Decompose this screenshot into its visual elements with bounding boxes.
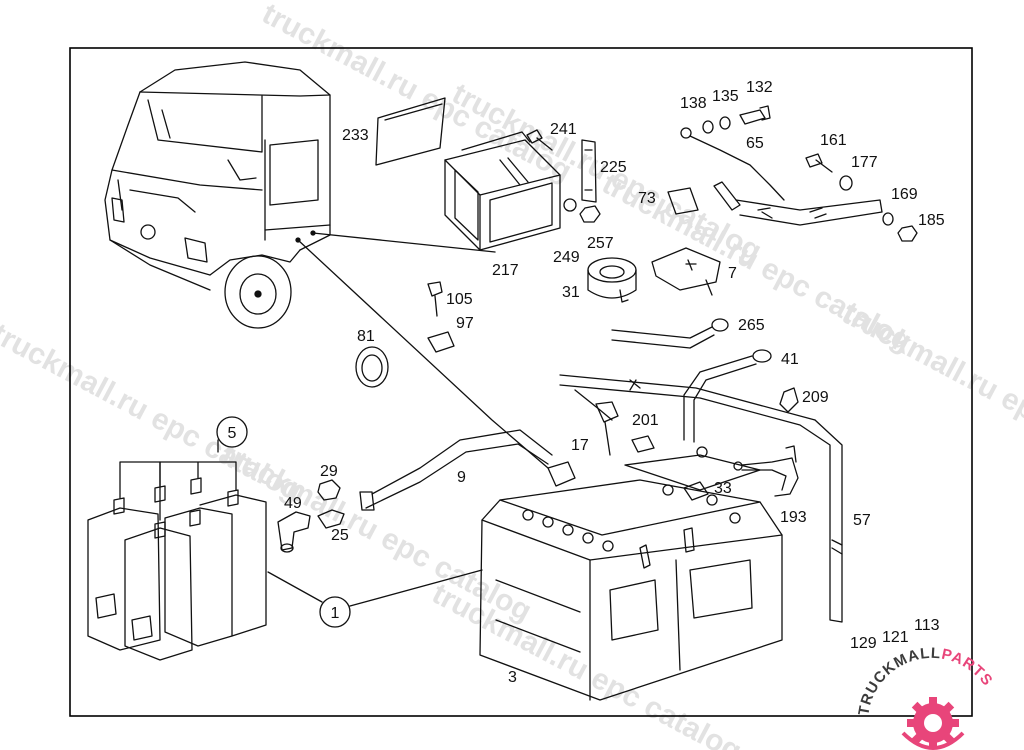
ground-strap-57 xyxy=(559,374,843,623)
callout-label: 265 xyxy=(738,317,765,334)
bolt-241 xyxy=(526,129,553,151)
truckmallparts-logo: TRUCKMALLPARTS xyxy=(855,645,996,750)
connector-193 xyxy=(733,445,799,497)
callout-label: 113 xyxy=(914,617,940,634)
callout-circle-5 xyxy=(216,416,248,448)
battery-cable-265 xyxy=(611,318,729,349)
nut-185 xyxy=(897,225,918,242)
nut-29 xyxy=(317,479,341,501)
callout-label: 9 xyxy=(457,469,466,486)
clip-97 xyxy=(427,331,455,353)
callout-labels: 5 1 3 7 9 17 25 29 31 33 41 49 57 65 73 … xyxy=(228,79,945,686)
terminal-clamp-201-path xyxy=(574,389,619,456)
callout-label: 201 xyxy=(632,412,659,429)
fluid-containers xyxy=(87,477,267,661)
callout-label: 81 xyxy=(357,328,375,345)
battery-cable-41 xyxy=(683,349,772,458)
leader-line xyxy=(312,232,496,253)
callout-label: 31 xyxy=(562,284,580,301)
watermark-text: truckmall.ru epc catalog xyxy=(837,297,1024,488)
callout-label: 177 xyxy=(851,154,878,171)
relay-box-217 xyxy=(444,131,561,251)
bracket-225 xyxy=(581,139,597,203)
callout-label: 3 xyxy=(508,669,517,686)
terminal-clamp-17 xyxy=(547,461,576,487)
gear-icon xyxy=(901,697,965,750)
cable-lug-25 xyxy=(317,509,345,529)
bolt-132 xyxy=(739,105,771,125)
callout-label: 249 xyxy=(553,249,580,266)
callout-label: 33 xyxy=(714,480,732,497)
callout-circle-1 xyxy=(319,596,351,628)
watermark-text: truckmall.ru epc catalog xyxy=(217,437,537,628)
terminal-boot-49 xyxy=(277,511,311,553)
diagram-frame xyxy=(69,47,973,717)
callout-label: 25 xyxy=(331,527,349,544)
grommet-81 xyxy=(355,346,389,388)
callout-label: 97 xyxy=(456,315,474,332)
callout-label: 132 xyxy=(746,79,773,96)
cover-plate-233 xyxy=(375,97,446,166)
cable-clamp-31 xyxy=(587,257,637,303)
ground-cable-65 xyxy=(680,127,883,226)
callout-label: 257 xyxy=(587,235,614,252)
callout-label: 169 xyxy=(891,186,918,203)
callout-label: 105 xyxy=(446,291,473,308)
callout-label: 217 xyxy=(492,262,519,279)
callout-label: 138 xyxy=(680,95,707,112)
terminal-clamp-201 xyxy=(631,435,655,453)
callout-label: 225 xyxy=(600,159,627,176)
watermark-text: truckmall.ru epc catalog xyxy=(427,577,747,750)
cable-lug-209 xyxy=(779,387,799,413)
callout-label: 17 xyxy=(571,437,589,454)
screw-105 xyxy=(427,281,443,317)
callout-label: 209 xyxy=(802,389,829,406)
nut-257 xyxy=(579,205,601,223)
bolt-161 xyxy=(805,153,833,173)
leader-lines-1 xyxy=(267,569,483,607)
callout-label: 1 xyxy=(331,605,340,622)
terminal-cover-7 xyxy=(651,247,721,296)
callout-label: 193 xyxy=(780,509,807,526)
washer-135 xyxy=(719,116,731,130)
washer-177 xyxy=(839,175,853,191)
truck-cab-illustration xyxy=(104,61,331,329)
battery-cable-9 xyxy=(359,429,553,511)
callout-label: 41 xyxy=(781,351,799,368)
callout-label: 29 xyxy=(320,463,338,480)
bracket-73 xyxy=(667,187,699,215)
callout-label: 121 xyxy=(882,629,909,646)
callout-label: 65 xyxy=(746,135,764,152)
callout-label: 185 xyxy=(918,212,945,229)
callout-label: 73 xyxy=(638,190,656,207)
callout-label: 5 xyxy=(228,425,237,442)
leader-lines-5 xyxy=(119,439,237,521)
washer-138 xyxy=(702,120,714,134)
callout-label: 49 xyxy=(284,495,302,512)
logo-text-part-b: PARTS xyxy=(940,646,996,690)
callout-label: 57 xyxy=(853,512,871,529)
callout-label: 7 xyxy=(728,265,737,282)
spring-washer-249 xyxy=(563,198,577,212)
battery-3 xyxy=(479,454,783,701)
callout-label: 161 xyxy=(820,132,847,149)
callout-label: 233 xyxy=(342,127,369,144)
callout-label: 129 xyxy=(850,635,877,652)
watermark-text: truckmall.ru epc catalog xyxy=(257,0,577,188)
callout-label: 135 xyxy=(712,88,739,105)
washer-169 xyxy=(882,212,894,226)
callout-label: 241 xyxy=(550,121,577,138)
